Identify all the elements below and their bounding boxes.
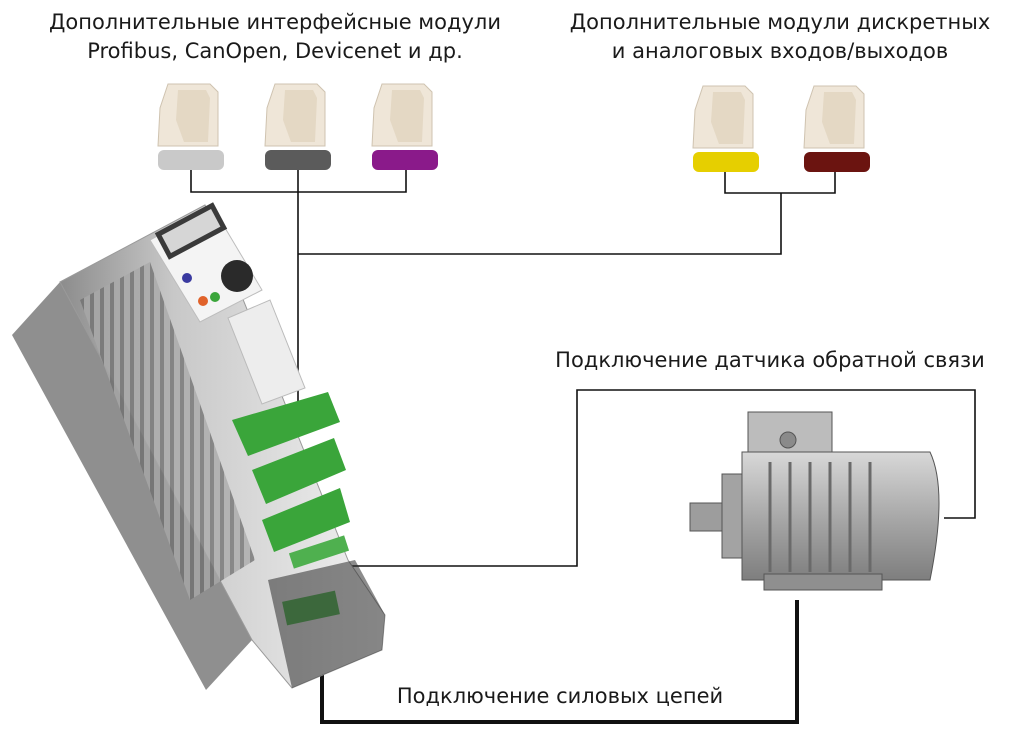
motor-shaft — [689, 502, 727, 532]
drive-signal-terminals — [288, 535, 350, 569]
drive-option-slot-2 — [252, 438, 346, 504]
drive-control-dial — [221, 260, 253, 292]
power-wire — [320, 600, 799, 724]
io-module-1-band — [693, 152, 759, 172]
io-module-2-band — [804, 152, 870, 172]
interface-module-3-band — [372, 150, 438, 170]
io-modules-bus — [724, 172, 836, 194]
interface-modules-label-line2: Profibus, CanOpen, Devicenet и др. — [87, 39, 463, 63]
interface-module-3 — [371, 83, 438, 170]
io-bus-to-drive — [298, 193, 782, 255]
interface-module-2-band — [265, 150, 331, 170]
feedback-wire — [338, 389, 976, 567]
electric-motor — [689, 411, 940, 591]
io-module-2 — [803, 85, 870, 172]
frequency-drive — [12, 202, 386, 690]
interface-module-1 — [157, 83, 224, 170]
io-module-1 — [692, 85, 759, 172]
io-modules-label: Дополнительные модули дискретных и анало… — [560, 8, 1000, 66]
drive-option-slot-1 — [232, 392, 340, 456]
feedback-connection-label: Подключение датчика обратной связи — [555, 348, 985, 372]
interface-module-2 — [264, 83, 331, 170]
interface-module-1-band — [158, 150, 224, 170]
io-modules-label-line2: и аналоговых входов/выходов — [611, 39, 949, 63]
interface-modules-label: Дополнительные интерфейсные модули Profi… — [40, 8, 510, 66]
power-connection-label: Подключение силовых цепей — [396, 684, 724, 708]
interface-modules-label-line1: Дополнительные интерфейсные модули — [48, 10, 502, 34]
drive-option-slot-3 — [262, 488, 350, 552]
io-modules-label-line1: Дополнительные модули дискретных — [569, 10, 991, 34]
